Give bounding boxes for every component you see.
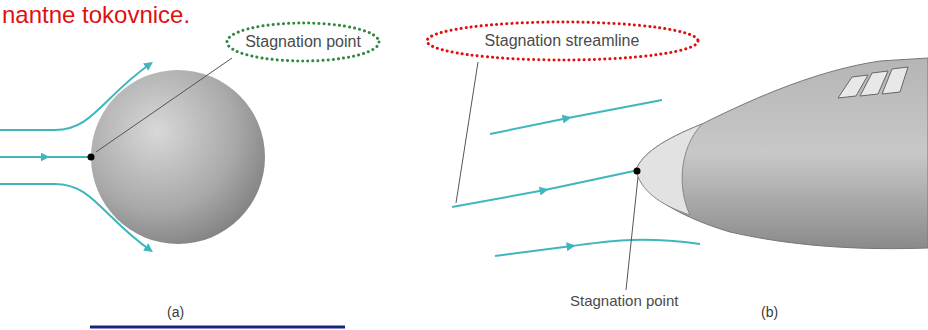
dotted-ellipse: [427, 22, 698, 60]
rule-line: [90, 326, 345, 329]
leader-line: [456, 62, 478, 203]
panel-label: (a): [167, 304, 184, 320]
callout-text: Stagnation point: [245, 33, 361, 51]
panel-label: (b): [761, 304, 778, 320]
cockpit-windows: [838, 67, 908, 98]
dotted-ellipse: [227, 23, 379, 61]
stagnation-dot: [634, 168, 641, 175]
stagnation-dot: [88, 154, 95, 161]
streamlines-b: [452, 100, 700, 256]
sphere: [91, 70, 265, 244]
airplane-fuselage: [636, 58, 928, 249]
leader-line: [96, 58, 232, 152]
leader-line: [626, 177, 638, 290]
callout-text: Stagnation streamline: [485, 32, 640, 50]
callout-text: Stagnation point: [570, 292, 678, 309]
nose-cone: [636, 124, 702, 215]
streamlines-a: [0, 64, 150, 250]
callout-ellipse: Stagnation streamline: [425, 20, 700, 62]
slide-heading: nantne tokovnice.: [2, 1, 190, 29]
callout-ellipse: Stagnation point: [225, 21, 381, 63]
